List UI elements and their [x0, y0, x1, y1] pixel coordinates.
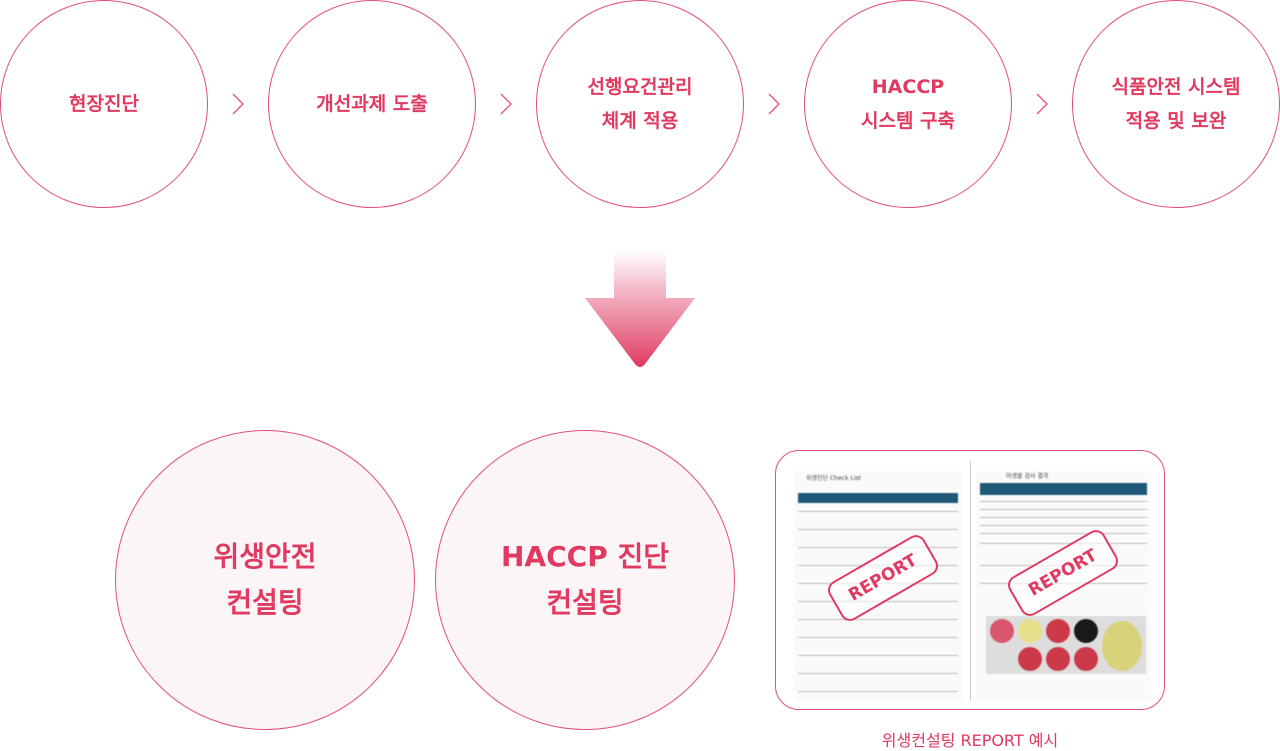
step-haccp-system: HACCP 시스템 구축 — [804, 0, 1012, 208]
chevron-right-icon — [768, 93, 780, 115]
service-haccp-consulting: HACCP 진단 컨설팅 — [435, 430, 735, 730]
chevron-right-icon — [232, 93, 244, 115]
micro-test-title: 미생물 검사 결과 — [1006, 473, 1049, 480]
chevron-right-icon — [1036, 93, 1048, 115]
checklist-title: 위생진단 Check List — [806, 475, 861, 482]
step-site-diagnosis: 현장진단 — [0, 0, 208, 208]
step-food-safety-system: 식품안전 시스템 적용 및 보완 — [1072, 0, 1280, 208]
service-hygiene-consulting: 위생안전 컨설팅 — [115, 430, 415, 730]
arrow-down-icon — [585, 250, 695, 367]
step-prerequisite-system: 선행요건관리 체계 적용 — [536, 0, 744, 208]
step-improvement-tasks: 개선과제 도출 — [268, 0, 476, 208]
report-caption: 위생컨설팅 REPORT 예시 — [881, 731, 1059, 750]
report-example-image: 위생진단 Check List 미생물 검사 결과 REPORT REPORT — [775, 450, 1165, 710]
chevron-right-icon — [500, 93, 512, 115]
